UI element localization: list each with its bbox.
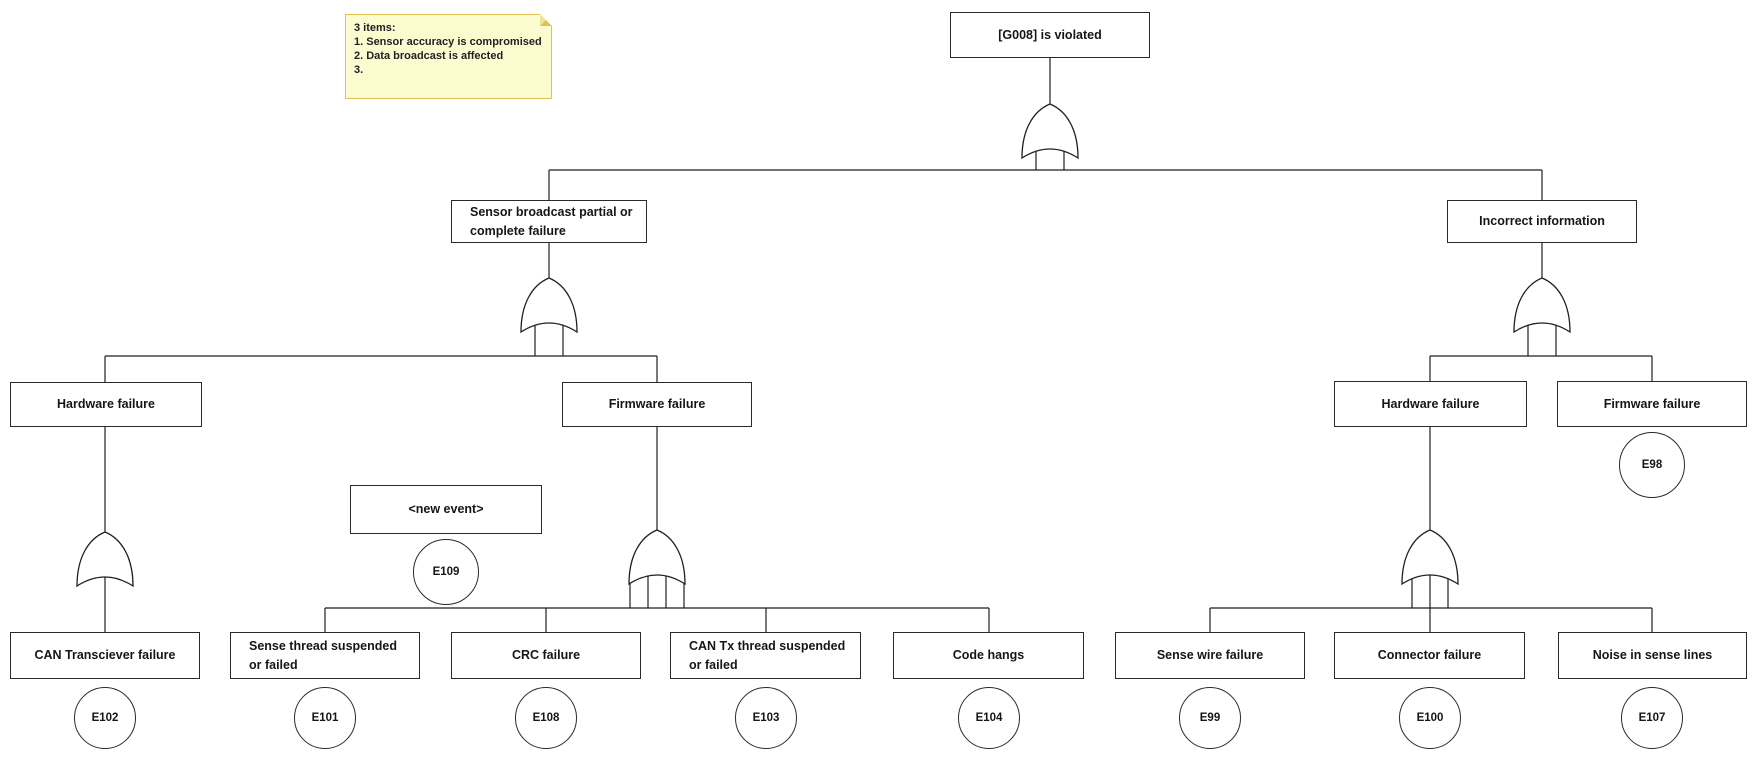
or-gate-incorrect-information[interactable] <box>1513 277 1571 334</box>
node-label: Sense thread suspended or failed <box>249 638 397 672</box>
event-circle-e98[interactable]: E98 <box>1619 432 1685 498</box>
node-label: [G008] is violated <box>998 27 1102 42</box>
node-can-tx-thread-suspended[interactable]: CAN Tx thread suspended or failed <box>670 632 861 679</box>
node-label: CRC failure <box>511 648 581 663</box>
node-label: Firmware failure <box>608 397 706 412</box>
or-gate-sensor-broadcast[interactable] <box>520 277 578 334</box>
node-can-transciever-failure[interactable]: CAN Transciever failure <box>10 632 200 679</box>
or-gate-hardware-right[interactable] <box>1401 529 1459 586</box>
node-noise-in-sense-lines[interactable]: Noise in sense lines <box>1558 632 1747 679</box>
note-item: 2. Data broadcast is affected <box>354 50 504 62</box>
note-item: 3. <box>354 64 364 76</box>
or-gate-hardware-left[interactable] <box>76 531 134 588</box>
event-circle-e108[interactable]: E108 <box>515 687 577 749</box>
node-label: Connector failure <box>1377 648 1482 663</box>
node-label: Hardware failure <box>1381 396 1480 411</box>
node-sense-wire-failure[interactable]: Sense wire failure <box>1115 632 1305 679</box>
node-label: CAN Tx thread suspended or failed <box>689 638 846 672</box>
or-gate-root[interactable] <box>1021 103 1079 160</box>
node-hardware-failure-left[interactable]: Hardware failure <box>10 382 202 427</box>
node-incorrect-information[interactable]: Incorrect information <box>1447 200 1637 243</box>
node-label: Incorrect information <box>1479 214 1605 229</box>
node-label: Sense wire failure <box>1156 648 1264 663</box>
node-hardware-failure-right[interactable]: Hardware failure <box>1334 381 1527 427</box>
note-header: 3 items: <box>354 22 396 34</box>
event-circle-e109[interactable]: E109 <box>413 539 479 605</box>
note-fold-corner-icon <box>540 14 552 26</box>
note-item: 1. Sensor accuracy is compromised <box>354 36 542 48</box>
node-sense-thread-suspended[interactable]: Sense thread suspended or failed <box>230 632 420 679</box>
event-circle-e99[interactable]: E99 <box>1179 687 1241 749</box>
node-label: Hardware failure <box>57 397 155 412</box>
node-label: CAN Transciever failure <box>34 648 176 663</box>
sticky-note[interactable]: 3 items: 1. Sensor accuracy is compromis… <box>345 14 552 99</box>
node-new-event[interactable]: <new event> <box>350 485 542 534</box>
node-label: Noise in sense lines <box>1592 648 1713 663</box>
node-label: <new event> <box>408 502 484 517</box>
node-connector-failure[interactable]: Connector failure <box>1334 632 1525 679</box>
or-gate-firmware-mid[interactable] <box>628 529 686 586</box>
event-circle-e104[interactable]: E104 <box>958 687 1020 749</box>
event-circle-e101[interactable]: E101 <box>294 687 356 749</box>
node-crc-failure[interactable]: CRC failure <box>451 632 641 679</box>
event-circle-e103[interactable]: E103 <box>735 687 797 749</box>
node-firmware-failure-mid[interactable]: Firmware failure <box>562 382 752 427</box>
event-circle-e102[interactable]: E102 <box>74 687 136 749</box>
node-code-hangs[interactable]: Code hangs <box>893 632 1084 679</box>
node-label: Sensor broadcast partial or complete fai… <box>470 204 633 238</box>
event-circle-e107[interactable]: E107 <box>1621 687 1683 749</box>
node-g008-violated[interactable]: [G008] is violated <box>950 12 1150 58</box>
node-sensor-broadcast-failure[interactable]: Sensor broadcast partial or complete fai… <box>451 200 647 243</box>
event-circle-e100[interactable]: E100 <box>1399 687 1461 749</box>
node-label: Code hangs <box>952 648 1025 663</box>
node-label: Firmware failure <box>1603 396 1701 411</box>
node-firmware-failure-right[interactable]: Firmware failure <box>1557 381 1747 427</box>
